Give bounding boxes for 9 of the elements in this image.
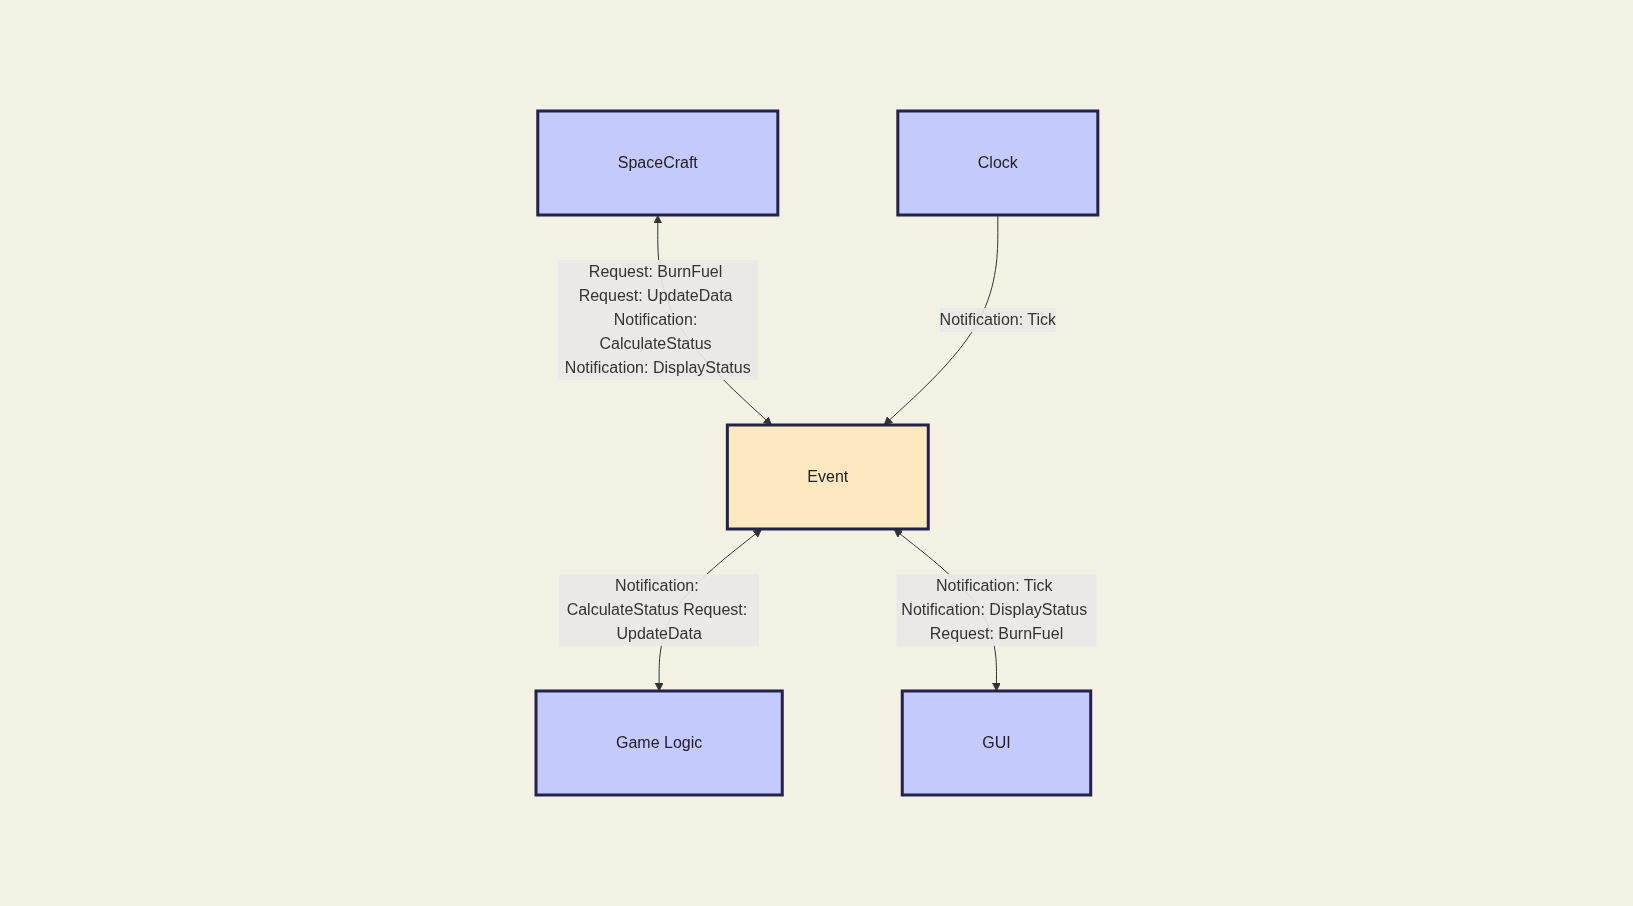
node-box: SpaceCraft: [535, 109, 779, 217]
node-box: Game Logic: [534, 689, 784, 797]
edge-label: Notification: Tick Notification: DisplayStatus Request: BurnFuel: [900, 576, 1087, 642]
edge-label: Notification: CalculateStatus Request: UpdateData: [566, 576, 747, 642]
edge-label: Notification: Tick: [939, 311, 1056, 328]
node-box: Clock: [895, 109, 1099, 217]
node-box: GUI: [900, 689, 1092, 797]
edge-label: Request: BurnFuel Request: UpdateData Notification: CalculateStatus Notification: DisplayStatus: [564, 263, 751, 376]
node-box: Event: [725, 423, 930, 531]
